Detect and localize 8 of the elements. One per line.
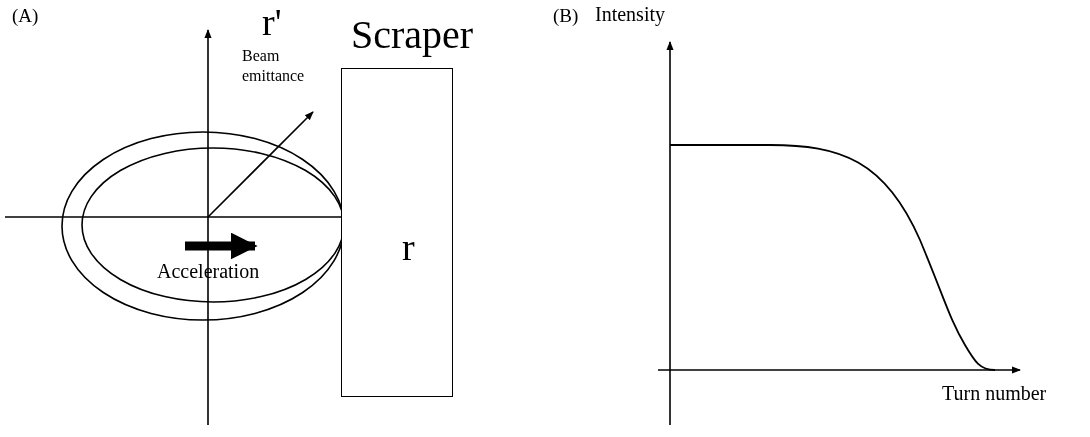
axis-label: Intensity <box>595 4 665 25</box>
axis-label: r <box>402 228 415 268</box>
axis-label: Turn number <box>942 383 1047 404</box>
axis-label: r' <box>262 3 282 43</box>
panel-label: (B) <box>553 6 579 26</box>
annotation-text: Beam emittance <box>242 46 306 86</box>
panel-label: (A) <box>12 6 39 26</box>
scraper-title: Scraper <box>351 14 474 56</box>
